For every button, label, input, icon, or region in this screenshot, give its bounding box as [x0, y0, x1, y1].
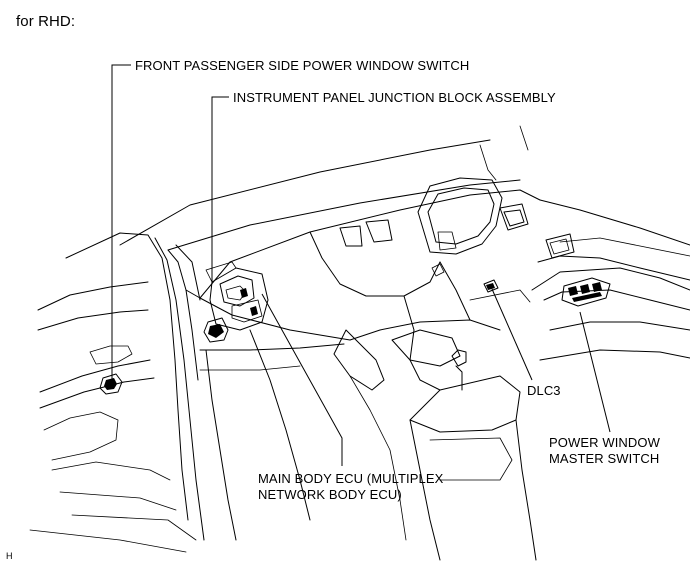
label-dlc3: DLC3 — [527, 383, 561, 398]
junction-block-assembly — [203, 261, 269, 343]
lower-dash — [199, 329, 407, 541]
page-title: for RHD: — [16, 13, 76, 30]
leader-front-passenger-switch — [111, 64, 131, 382]
right-door — [531, 199, 690, 361]
label-front-passenger-power-window-switch: FRONT PASSENGER SIDE POWER WINDOW SWITCH — [135, 58, 470, 73]
instrument-panel — [185, 177, 575, 341]
leader-lines — [111, 64, 611, 466]
label-main-body-ecu-line1: MAIN BODY ECU (MULTIPLEX — [258, 471, 444, 486]
leader-master-switch — [579, 311, 611, 433]
corner-mark: H — [6, 551, 13, 561]
label-power-window-master-switch-line1: POWER WINDOW — [549, 435, 660, 450]
center-console — [333, 261, 537, 561]
left-door — [29, 232, 205, 553]
label-power-window-master-switch-line2: MASTER SWITCH — [549, 451, 660, 466]
leader-dlc3 — [491, 288, 533, 381]
leader-junction-block — [211, 96, 229, 282]
label-instrument-panel-junction-block: INSTRUMENT PANEL JUNCTION BLOCK ASSEMBLY — [233, 90, 556, 105]
label-main-body-ecu-line2: NETWORK BODY ECU) — [258, 487, 402, 502]
leader-main-body-ecu — [261, 293, 343, 466]
windshield-outline — [119, 125, 529, 251]
